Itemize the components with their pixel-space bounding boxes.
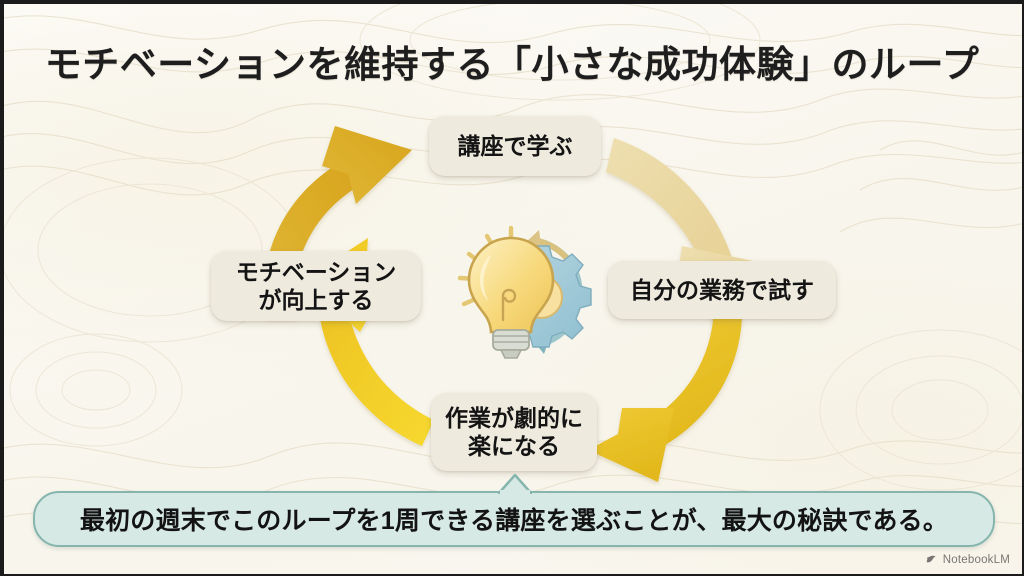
frame-edge-top — [0, 0, 1024, 4]
cycle-node-motivation-label: モチベーション が向上する — [236, 258, 397, 314]
cycle-node-learn-label: 講座で学ぶ — [457, 132, 573, 159]
cycle-node-result-label: 作業が劇的に 楽になる — [445, 404, 583, 460]
bulb-base — [492, 329, 530, 359]
cycle-node-apply[interactable]: 自分の業務で試す — [608, 261, 836, 319]
bulb-filament — [501, 288, 517, 322]
key-takeaway-banner: 最初の週末でこのループを1周できる講座を選ぶことが、最大の秘訣である。 — [33, 491, 995, 547]
cycle-node-result[interactable]: 作業が劇的に 楽になる — [431, 393, 597, 471]
lightbulb-gear-cycle-icon — [457, 225, 592, 359]
frame-edge-right — [1022, 0, 1024, 576]
cycle-node-result-line1: 作業が劇的に — [445, 404, 583, 431]
cycle-node-motivation-line1: モチベーション — [235, 258, 397, 285]
arrow-apply-to-result — [588, 304, 743, 482]
notebooklm-logo-icon — [926, 555, 936, 563]
banner-callout-tail — [498, 474, 532, 494]
page-title: モチベーションを維持する「小さな成功体験」のループ — [44, 44, 980, 85]
cycle-node-apply-label: 自分の業務で試す — [630, 276, 814, 303]
frame-edge-left — [0, 0, 4, 576]
frame-edge-bottom — [0, 574, 1024, 576]
cycle-node-motivation-line2: が向上する — [258, 287, 374, 313]
cycle-node-motivation[interactable]: モチベーション が向上する — [211, 251, 421, 321]
notebooklm-watermark: NotebookLM — [925, 553, 1010, 566]
bulb-highlight — [479, 254, 491, 302]
cycle-node-learn[interactable]: 講座で学ぶ — [429, 116, 601, 176]
key-takeaway-text: 最初の週末でこのループを1周できる講座を選ぶことが、最大の秘訣である。 — [79, 507, 949, 535]
notebooklm-watermark-label: NotebookLM — [942, 553, 1010, 566]
cycle-node-result-line2: 楽になる — [468, 433, 560, 459]
